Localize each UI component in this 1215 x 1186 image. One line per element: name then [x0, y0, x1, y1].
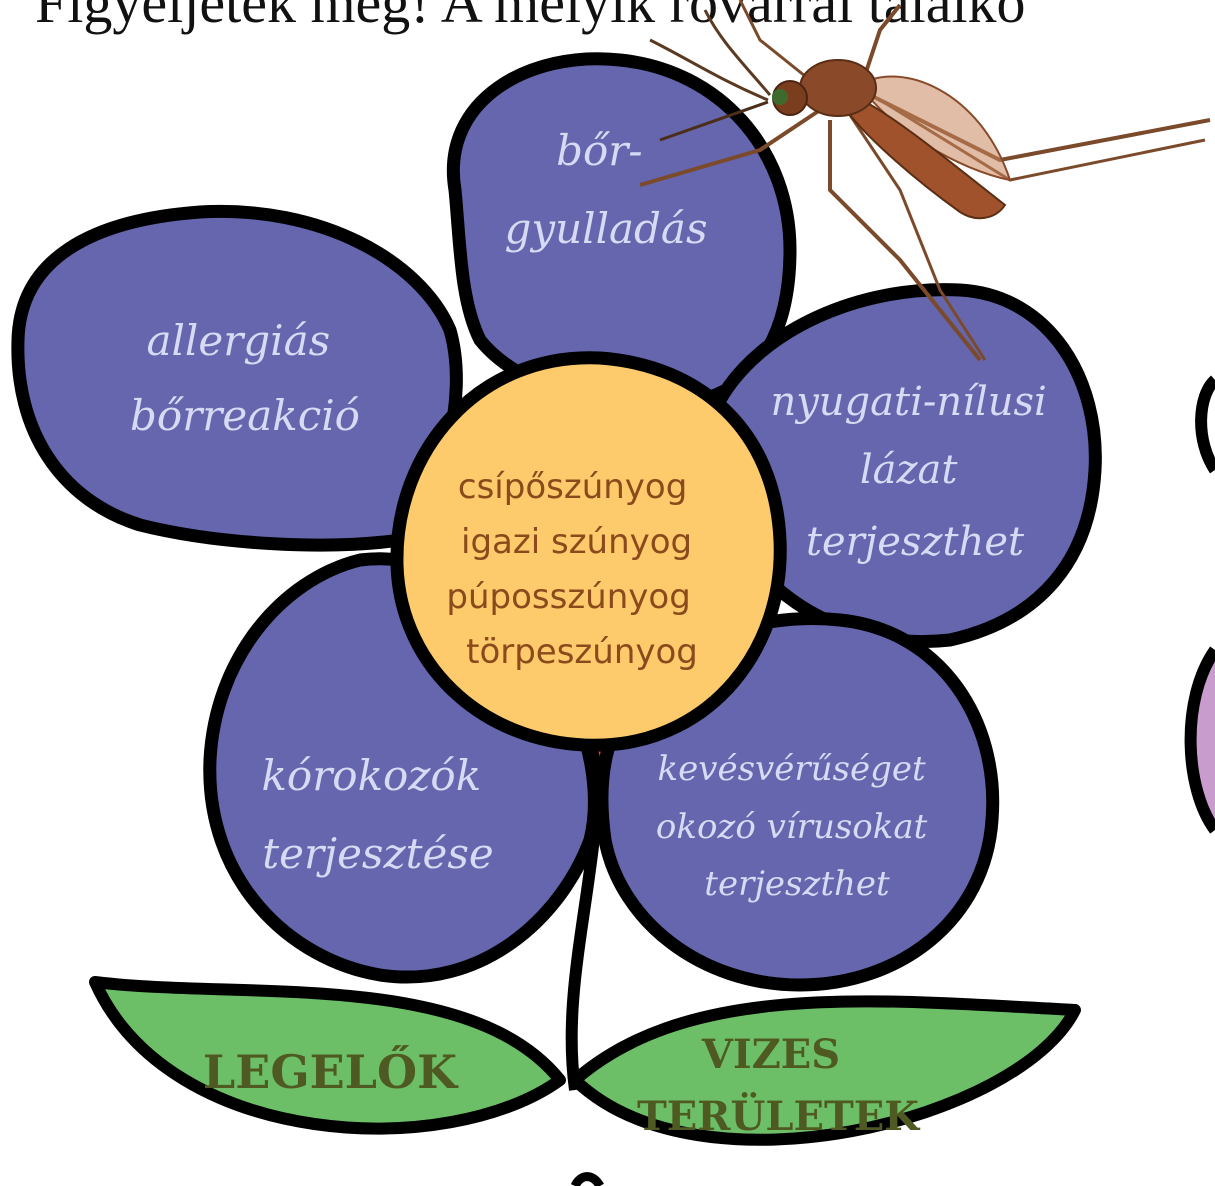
leaf-right-line-1: VIZES	[701, 1031, 840, 1078]
petal-bottom-left-line-2: terjesztése	[262, 829, 494, 878]
petal-bottom-left-line-1: kórokozók	[261, 751, 481, 800]
center-line-1: csípőszúnyog	[458, 467, 687, 507]
petal-top-line-1: bőr-	[556, 126, 642, 175]
petal-left-line-2: bőrreakció	[130, 391, 360, 440]
petal-right-line-2: lázat	[860, 447, 959, 493]
leaf-right-line-2: TERÜLETEK	[637, 1093, 920, 1140]
petal-right-line-1: nyugati-nílusi	[770, 379, 1046, 425]
leaf-left-line-1: LEGELŐK	[203, 1044, 459, 1099]
petal-bottom-right-line-1: kevésvérűséget	[658, 749, 926, 789]
center-line-3: púposszúnyog	[446, 577, 690, 617]
petal-bottom-right-line-2: okozó vírusokat	[656, 807, 928, 847]
side-shape-upper	[1201, 380, 1215, 470]
center-line-4: törpeszúnyog	[466, 632, 698, 672]
petal-bottom-right-line-3: terjeszthet	[704, 864, 890, 904]
center-line-2: igazi szúnyog	[461, 522, 692, 562]
petal-right-line-3: terjeszthet	[806, 519, 1025, 565]
petal-top-line-2: gyulladás	[504, 204, 707, 253]
petal-left-line-1: allergiás	[146, 316, 330, 365]
side-shape-lower	[1191, 650, 1215, 830]
petal-left	[18, 211, 457, 545]
leaf-left-label: LEGELŐK	[203, 1044, 459, 1099]
page-heading: Figyeljetek meg! A melyik rovarral talál…	[35, 0, 1026, 35]
